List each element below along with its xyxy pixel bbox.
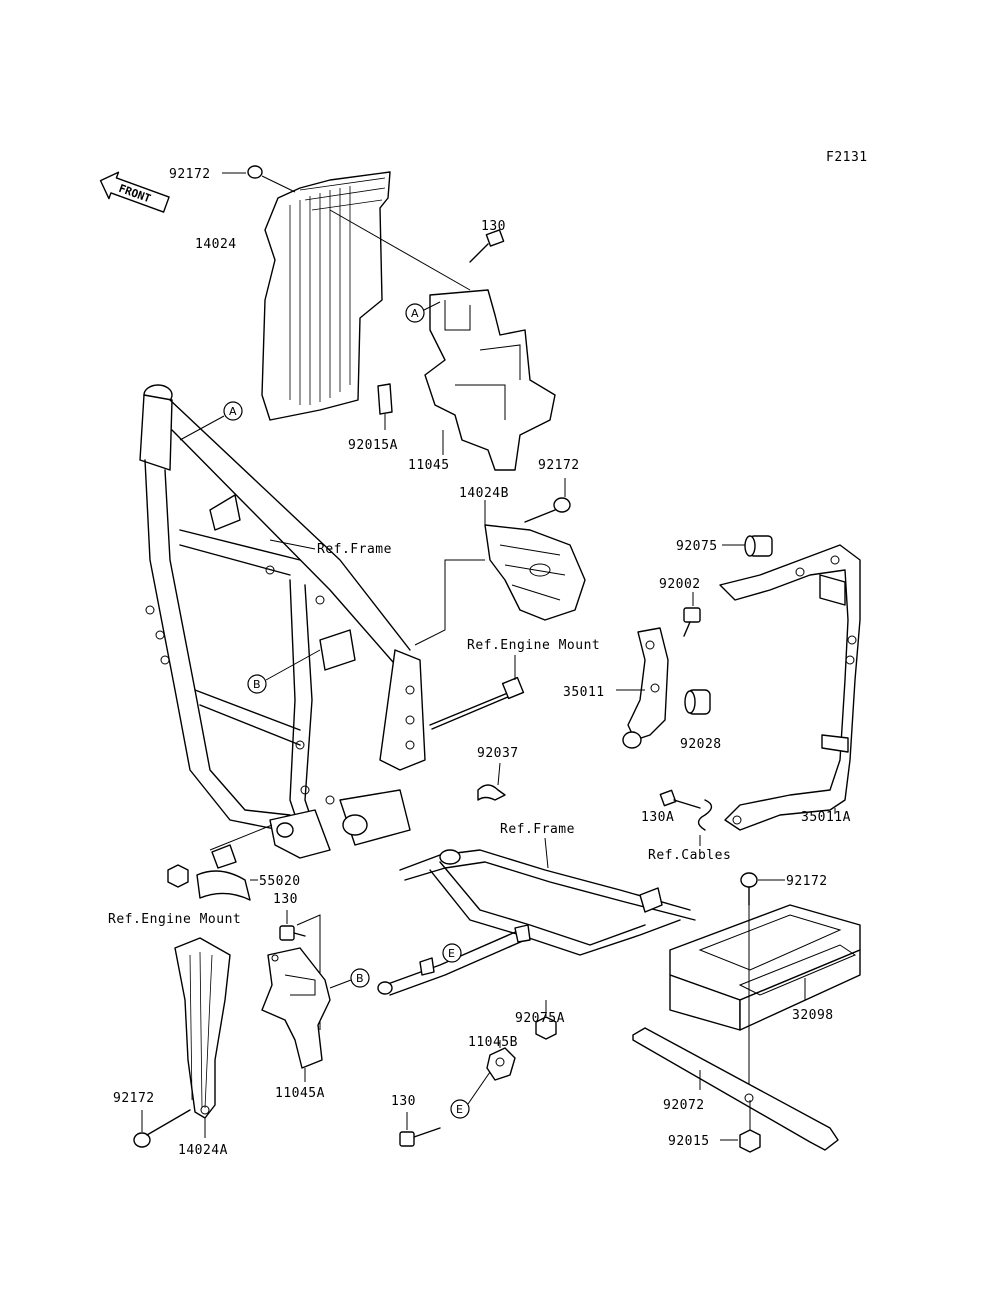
guard-14024A xyxy=(174,937,231,1119)
ref-engine-mount-right: Ref.Engine Mount xyxy=(467,638,600,653)
radiator-shroud-14024 xyxy=(261,171,391,421)
label-92028: 92028 xyxy=(680,737,722,752)
cable-clip xyxy=(697,799,713,831)
label-92015: 92015 xyxy=(668,1134,710,1149)
ref-frame-lower: Ref.Frame xyxy=(500,822,575,837)
marker-e-frame-label: E xyxy=(448,947,455,960)
bolt-92172-mid xyxy=(524,497,571,523)
collar-92075A xyxy=(535,1016,557,1040)
label-14024B: 14024B xyxy=(459,486,509,501)
ref-cables: Ref.Cables xyxy=(648,848,731,863)
nut-92015 xyxy=(739,1129,761,1153)
label-92002: 92002 xyxy=(659,577,701,592)
marker-b-frame-label: B xyxy=(253,678,261,691)
label-32098: 32098 xyxy=(792,1008,834,1023)
label-92015A: 92015A xyxy=(348,438,398,453)
marker-a-frame xyxy=(223,401,243,421)
label-92075A: 92075A xyxy=(515,1011,565,1026)
figure-code: F2131 xyxy=(826,150,868,165)
bolt-92172-left xyxy=(133,1109,191,1148)
marker-e-bottom xyxy=(450,1099,470,1119)
battery-case-32098 xyxy=(669,904,861,1031)
label-130-left: 130 xyxy=(273,892,298,907)
bolt-130-left xyxy=(279,925,306,941)
marker-a-top xyxy=(405,303,425,323)
label-92172-mid: 92172 xyxy=(538,458,580,473)
label-92172-right: 92172 xyxy=(786,874,828,889)
label-130A: 130A xyxy=(641,810,674,825)
label-35011A: 35011A xyxy=(801,810,851,825)
bracket-35011A xyxy=(719,544,861,831)
bolt-130A xyxy=(659,789,701,809)
bracket-11045B xyxy=(486,1047,516,1081)
label-11045B: 11045B xyxy=(468,1035,518,1050)
engine-mount-bolt xyxy=(429,676,525,730)
ref-frame-upper: Ref.Frame xyxy=(317,542,392,557)
clamp-92037 xyxy=(477,784,506,801)
label-92072: 92072 xyxy=(663,1098,705,1113)
label-11045A: 11045A xyxy=(275,1086,325,1101)
front-arrow-icon: FRONT xyxy=(99,171,170,213)
bolt-130-top xyxy=(469,229,505,263)
nut-engine-mount xyxy=(167,864,189,888)
sub-frame xyxy=(377,849,696,996)
label-14024: 14024 xyxy=(195,237,237,252)
bolt-92172-top xyxy=(247,165,296,193)
marker-b-frame xyxy=(247,674,267,694)
marker-e-bottom-label: E xyxy=(456,1103,463,1116)
plate-35011 xyxy=(622,627,669,749)
main-frame xyxy=(139,384,426,859)
marker-a-frame-label: A xyxy=(229,405,237,418)
label-130-top: 130 xyxy=(481,219,506,234)
marker-b-lower-label: B xyxy=(356,972,364,985)
bolt-92002 xyxy=(683,607,701,637)
bolt-130-bottom xyxy=(399,1127,441,1147)
collar-92028 xyxy=(684,689,711,715)
marker-e-frame xyxy=(442,943,462,963)
bracket-11045 xyxy=(424,289,556,471)
marker-a-top-label: A xyxy=(411,307,419,320)
label-14024A: 14024A xyxy=(178,1143,228,1158)
label-92037: 92037 xyxy=(477,746,519,761)
ref-engine-mount-left: Ref.Engine Mount xyxy=(108,912,241,927)
bracket-11045A xyxy=(261,947,331,1069)
strap-92072 xyxy=(632,1027,839,1151)
label-130-bottom: 130 xyxy=(391,1094,416,1109)
label-92172-top: 92172 xyxy=(169,167,211,182)
collar-55020 xyxy=(196,844,251,901)
label-92075: 92075 xyxy=(676,539,718,554)
label-92172-left: 92172 xyxy=(113,1091,155,1106)
guard-14024B xyxy=(484,524,586,621)
label-35011: 35011 xyxy=(563,685,605,700)
marker-b-lower xyxy=(350,968,370,988)
label-11045: 11045 xyxy=(408,458,450,473)
label-55020: 55020 xyxy=(259,874,301,889)
collar-92075 xyxy=(744,535,773,557)
clip-92015A xyxy=(377,383,393,430)
bolt-92172-right xyxy=(740,872,758,906)
